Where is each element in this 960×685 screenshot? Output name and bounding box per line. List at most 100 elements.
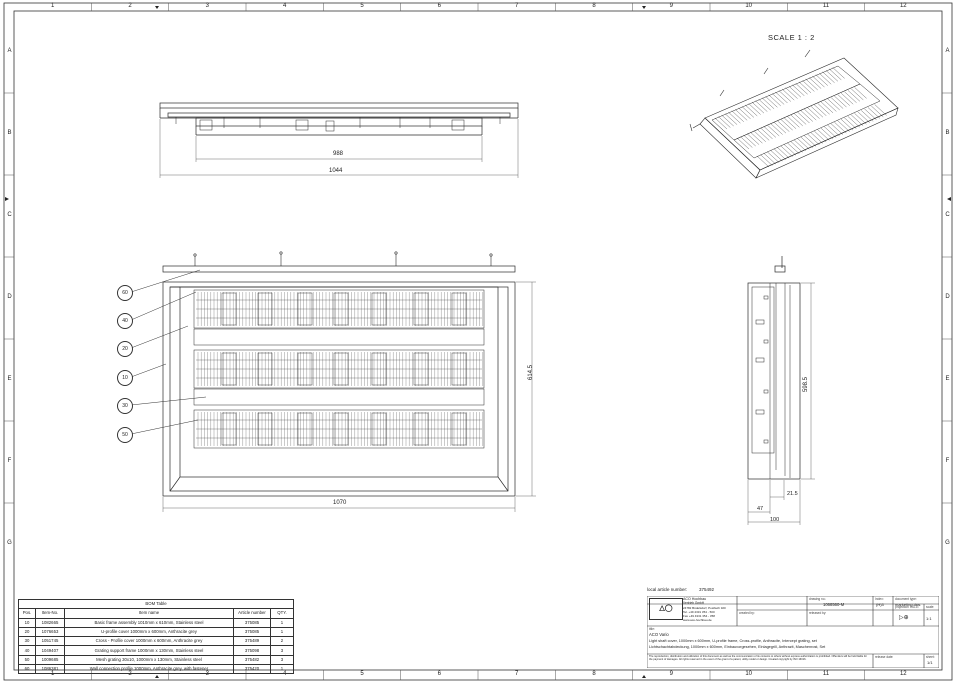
title-block: local article number: 375492 △◯ ACO Hoch… [647, 587, 939, 668]
zone-row-label: A [945, 48, 950, 54]
zone-column-label: 6 [437, 3, 441, 9]
bom-cell: 2 [270, 636, 294, 647]
local-article-value: 375492 [699, 587, 715, 592]
zone-row-label: E [945, 376, 950, 382]
doc-type-label: document type: [895, 597, 917, 601]
bom-cell: Cross - Profile cover 1000mm x 600mm, An… [64, 636, 234, 647]
zone-row-label: A [7, 48, 12, 54]
bom-cell: 1051745 [35, 636, 65, 647]
released-label: released by: [809, 611, 827, 615]
zone-row-label: F [7, 458, 12, 464]
isometric-view [689, 49, 899, 179]
bom-cell: 1076653 [35, 626, 65, 638]
bom-header: Item name [64, 608, 234, 619]
bom-cell: Grating support frame 1000mm x 130mm, St… [64, 645, 234, 656]
callout-bubble: 10 [117, 370, 133, 386]
local-article-label: local article number: [647, 587, 688, 592]
description-de: Lichtschachtabdeckung, 1000mm x 600mm, E… [649, 645, 826, 649]
zone-row-label: B [945, 130, 950, 136]
zone-row-label: B [7, 130, 12, 136]
zone-column-label: 4 [282, 671, 287, 677]
bom-cell: 1086381 [35, 664, 65, 675]
zone-column-label: 7 [514, 671, 519, 677]
scale-field-label: scale: [926, 605, 935, 609]
zone-column-label: 1 [50, 671, 55, 677]
bom-cell: 1049407 [35, 645, 65, 656]
bom-cell: 3 [270, 645, 294, 656]
created-label: created by: [739, 611, 755, 615]
dim-side-c: 100 [770, 517, 780, 523]
callout-bubble: 40 [117, 313, 133, 329]
dim-side-height: 598.5 [803, 376, 809, 392]
zone-column-label: 9 [669, 671, 673, 677]
drawing-no-label: drawing no.: [809, 597, 827, 601]
zone-row-label: G [7, 540, 12, 546]
top-view [159, 102, 519, 178]
bom-header: Pos. [18, 608, 36, 619]
zone-column-label: 12 [899, 671, 907, 677]
callout-bubble: 60 [117, 285, 133, 301]
callout-bubble: 50 [117, 427, 133, 443]
bom-cell: 375085 [233, 617, 271, 628]
bom-cell: 375098 [233, 645, 271, 656]
title-block-grid [647, 596, 939, 668]
dim-outer-width: 1044 [329, 168, 343, 174]
zone-column-label: 11 [822, 671, 830, 677]
bom-cell: Basic frame assembly 1010mm x 610mm, Sta… [64, 617, 234, 628]
zone-row-label: G [945, 540, 950, 546]
bom-cell: 50 [18, 654, 36, 666]
zone-column-label: 1 [50, 3, 55, 9]
bom-cell: 375489 [233, 636, 271, 647]
description: Light shaft cover, 1000mm x 600mm, U-pro… [649, 639, 817, 643]
callout-leaders [130, 269, 207, 435]
zone-row-label: D [7, 294, 12, 300]
dim-side-a: 21.5 [787, 491, 798, 497]
bom-cell: 40 [18, 645, 36, 656]
aco-logo: △◯ [649, 598, 683, 620]
company-line: Fax +49 4331 354 - 358 [683, 614, 715, 618]
zone-column-label: 2 [128, 3, 132, 9]
bom-cell: 1 [270, 617, 294, 628]
zone-column-label: 6 [437, 671, 441, 677]
bom-cell: 375482 [233, 654, 271, 666]
front-view [162, 251, 536, 512]
zone-column-label: 4 [282, 3, 287, 9]
bom-table: BOM Table Pos. Item-No. Item name Articl… [18, 598, 294, 675]
bom-header: Item-No. [35, 608, 65, 619]
callout-bubble: 30 [117, 398, 133, 414]
zone-row-label: E [7, 376, 12, 382]
title-value: ACO Vario [649, 632, 669, 637]
zone-column-label: 3 [205, 671, 209, 677]
company-sub: Vertrieb GmbH [683, 601, 705, 605]
doc-type-value: marketing drw. [895, 602, 922, 607]
bom-title: BOM Table [18, 598, 294, 610]
zone-column-label: 8 [592, 671, 596, 677]
zone-column-label: 2 [128, 671, 132, 677]
callout-bubble: 20 [117, 341, 133, 357]
index-value: (H)3 [876, 602, 884, 607]
zone-column-label: 9 [669, 3, 673, 9]
projection-label: projection ISO-E: [895, 605, 920, 609]
zone-row-label: C [7, 212, 12, 218]
drawing-no-value: 1068560-M [823, 602, 845, 607]
zone-column-label: 3 [205, 3, 209, 9]
bom-cell: Mesh grating 30x10, 1000mm x 130mm, Stai… [64, 654, 234, 666]
zone-row-label: D [945, 294, 950, 300]
bom-cell: 1009685 [35, 654, 65, 666]
company-line: 24782 Büdelsdorf, Postfach 320 [683, 606, 726, 610]
copyright-notice: The reproduction, distribution and utili… [649, 655, 867, 661]
zone-column-label: 10 [745, 3, 752, 9]
sheet-value: 1/1 [927, 660, 933, 665]
release-date-label: release date: [875, 655, 894, 659]
bom-cell: 1 [270, 664, 294, 675]
bom-header: Article number [233, 608, 271, 619]
bom-cell: 1 [270, 626, 294, 638]
company-line: Tel. +49 4331 354 - 500 [683, 610, 715, 614]
zone-column-label: 11 [822, 3, 830, 9]
side-view [747, 256, 815, 525]
scale-field-value: 1:1 [926, 616, 932, 621]
